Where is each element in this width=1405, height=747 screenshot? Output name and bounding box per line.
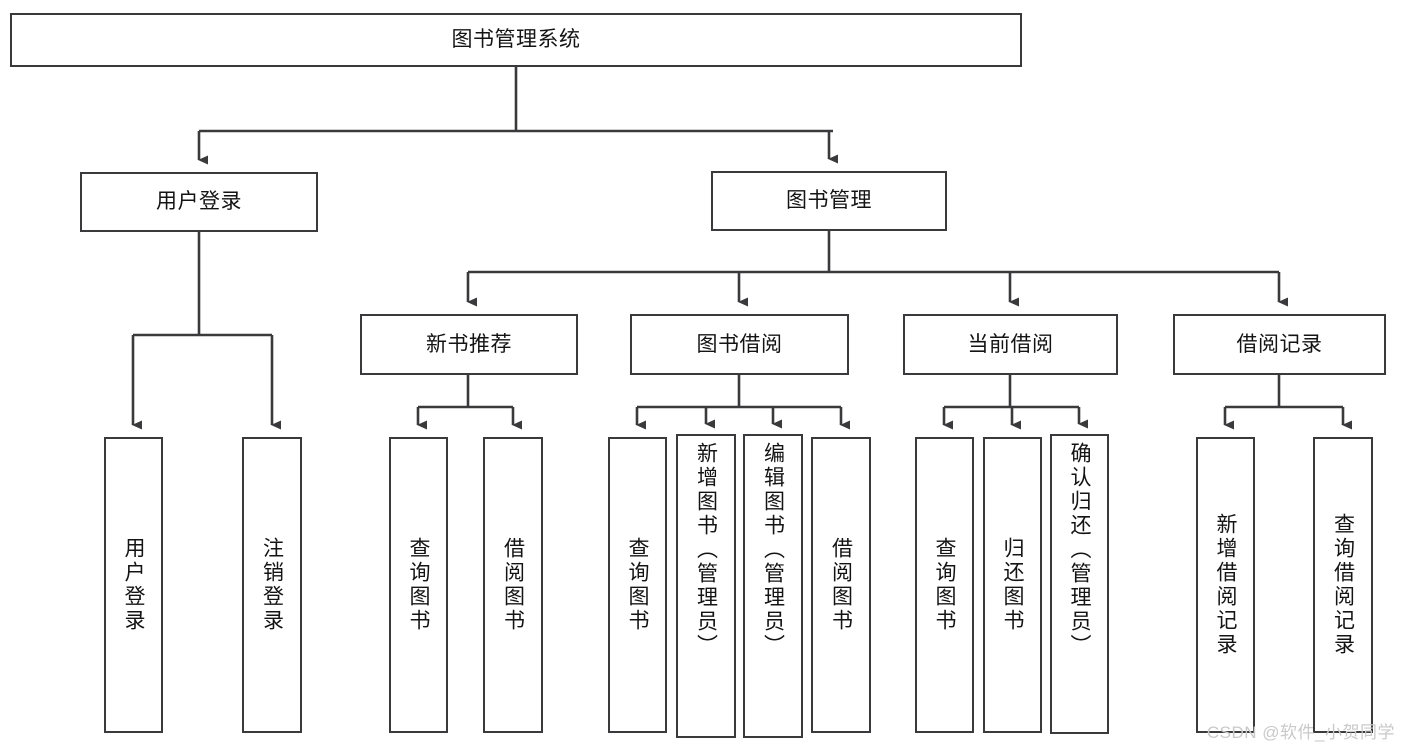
leaf-logout[interactable]: 注销登录 [242, 437, 302, 733]
leaf-borrow-book-recommend-label: 借阅图书 [501, 537, 525, 633]
node-borrow-record[interactable]: 借阅记录 [1173, 314, 1386, 375]
leaf-return-book[interactable]: 归还图书 [983, 437, 1042, 733]
leaf-logout-label: 注销登录 [260, 537, 284, 633]
leaf-add-book-admin-label: 新增图书（管理员） [694, 442, 718, 658]
leaf-add-borrow-record[interactable]: 新增借阅记录 [1196, 437, 1255, 733]
node-book-management-label: 图书管理 [786, 189, 872, 213]
leaf-borrow-book[interactable]: 借阅图书 [811, 437, 871, 733]
node-root[interactable]: 图书管理系统 [10, 13, 1022, 67]
node-book-borrow[interactable]: 图书借阅 [630, 314, 849, 375]
leaf-edit-book-admin-label: 编辑图书（管理员） [761, 442, 785, 658]
leaf-add-book-admin[interactable]: 新增图书（管理员） [676, 434, 736, 738]
leaf-edit-book-admin[interactable]: 编辑图书（管理员） [743, 434, 803, 738]
leaf-add-borrow-record-label: 新增借阅记录 [1214, 513, 1237, 657]
leaf-query-book-borrow-label: 查询图书 [626, 537, 649, 633]
node-user-login[interactable]: 用户登录 [80, 172, 318, 232]
leaf-user-login[interactable]: 用户登录 [104, 437, 163, 733]
leaf-return-book-label: 归还图书 [1001, 537, 1024, 633]
leaf-query-book-current-label: 查询图书 [933, 537, 956, 633]
node-root-label: 图书管理系统 [451, 28, 581, 52]
node-current-borrow[interactable]: 当前借阅 [903, 314, 1118, 375]
leaf-query-book-current[interactable]: 查询图书 [915, 437, 974, 733]
node-new-book-recommend-label: 新书推荐 [426, 332, 512, 356]
leaf-user-login-label: 用户登录 [122, 537, 145, 633]
node-new-book-recommend[interactable]: 新书推荐 [360, 314, 578, 375]
node-user-login-label: 用户登录 [156, 190, 242, 214]
leaf-confirm-return-admin-label: 确认归还（管理员） [1068, 442, 1091, 658]
node-book-borrow-label: 图书借阅 [696, 332, 783, 356]
watermark: CSDN @软件_小贺同学 [1206, 723, 1395, 742]
leaf-query-borrow-record[interactable]: 查询借阅记录 [1313, 437, 1373, 733]
leaf-borrow-book-label: 借阅图书 [829, 537, 853, 633]
leaf-confirm-return-admin[interactable]: 确认归还（管理员） [1050, 434, 1109, 734]
leaf-query-book-borrow[interactable]: 查询图书 [608, 437, 667, 733]
leaf-borrow-book-recommend[interactable]: 借阅图书 [483, 437, 543, 733]
leaf-query-borrow-record-label: 查询借阅记录 [1331, 513, 1355, 657]
leaf-query-book-recommend-label: 查询图书 [407, 537, 430, 633]
node-borrow-record-label: 借阅记录 [1236, 332, 1323, 356]
node-current-borrow-label: 当前借阅 [967, 332, 1054, 356]
node-book-management[interactable]: 图书管理 [711, 171, 947, 231]
leaf-query-book-recommend[interactable]: 查询图书 [389, 437, 448, 733]
